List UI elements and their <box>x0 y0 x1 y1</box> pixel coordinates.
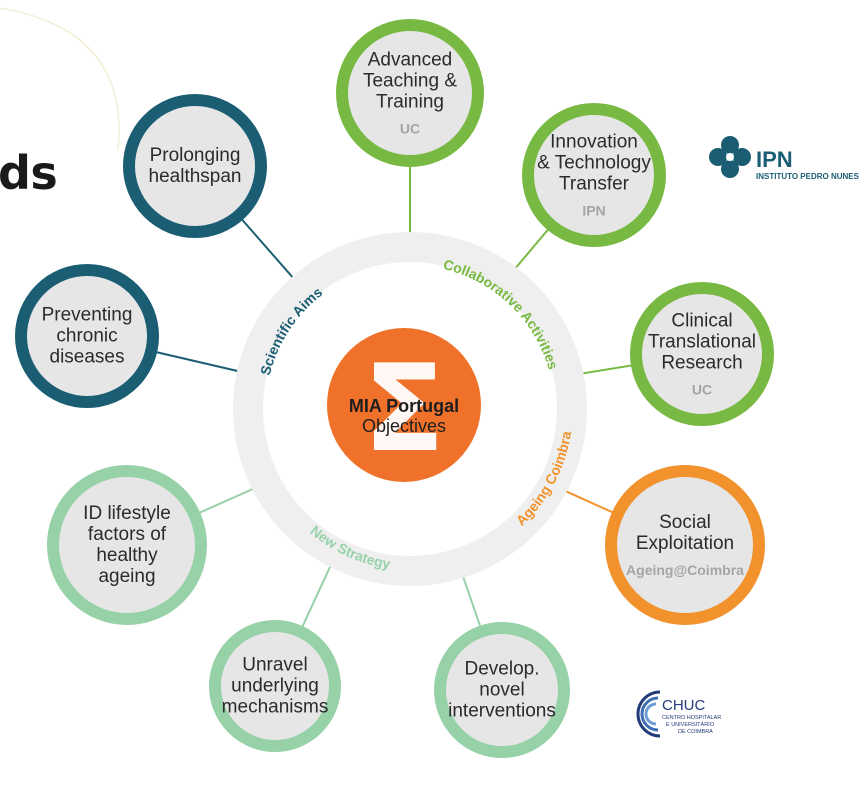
node-circle-teaching <box>336 19 484 167</box>
chuc-emblem-icon <box>636 690 661 738</box>
node-label-unravel-1: Unravel <box>242 655 307 676</box>
chuc-logo: CHUC CENTRO HOSPITALAR E UNIVERSITÁRIO D… <box>636 690 721 738</box>
center-subtitle: Objectives <box>362 416 446 436</box>
node-label-clinical-1: Clinical <box>671 311 732 332</box>
node-label-innovation-2: & Technology <box>537 153 651 174</box>
node-label-lifestyle-1: ID lifestyle <box>83 503 171 524</box>
node-sublabel-social: Ageing@Coimbra <box>626 562 744 578</box>
ipn-logo-fullname: INSTITUTO PEDRO NUNES <box>756 172 860 181</box>
center-circle <box>327 328 481 482</box>
node-label-innovation-3: Transfer <box>559 174 630 195</box>
node-label-lifestyle-3: healthy <box>96 545 158 566</box>
node-label-clinical-3: Research <box>661 353 742 374</box>
decorative-arc <box>0 7 120 151</box>
node-circle-clinical <box>630 282 774 426</box>
node-label-clinical-2: Translational <box>648 332 756 353</box>
node-circle-develop <box>434 622 570 758</box>
node-label-preventing-3: diseases <box>50 347 125 368</box>
ipn-logo: IPN INSTITUTO PEDRO NUNES <box>709 136 860 181</box>
objective-nodes: ProlonginghealthspanPreventingchronicdis… <box>15 19 774 758</box>
node-label-teaching-2: Teaching & <box>363 71 457 92</box>
node-label-develop-1: Develop. <box>465 659 540 680</box>
node-sublabel-clinical: UC <box>692 382 712 398</box>
center-title: MIA Portugal <box>349 396 459 416</box>
chuc-logo-name: CHUC <box>662 697 705 714</box>
node-circle-prolonging <box>123 94 267 238</box>
node-label-social-2: Exploitation <box>636 533 734 554</box>
node-label-prolonging-2: healthspan <box>149 166 242 187</box>
ipn-logo-name: IPN <box>756 147 793 172</box>
node-label-lifestyle-4: ageing <box>98 566 155 587</box>
node-label-develop-2: novel <box>479 680 524 701</box>
node-circle-lifestyle <box>47 465 207 625</box>
node-label-prolonging-1: Prolonging <box>150 145 241 166</box>
node-label-unravel-3: mechanisms <box>222 697 329 718</box>
node-circle-social <box>605 465 765 625</box>
node-circle-unravel <box>209 620 341 752</box>
node-label-preventing-2: chronic <box>56 326 117 347</box>
node-label-lifestyle-2: factors of <box>88 524 167 545</box>
node-label-innovation-1: Innovation <box>550 132 638 153</box>
node-label-preventing-1: Preventing <box>42 305 133 326</box>
ipn-pinwheel-icon <box>709 136 751 178</box>
node-label-unravel-2: underlying <box>231 676 319 697</box>
heading-fragment: ds <box>0 146 58 200</box>
node-sublabel-teaching: UC <box>400 121 420 137</box>
chuc-logo-line-1: CENTRO HOSPITALAR <box>662 715 721 721</box>
node-label-teaching-1: Advanced <box>368 50 453 71</box>
chuc-logo-line-3: DE COIMBRA <box>678 729 713 735</box>
node-label-social-1: Social <box>659 512 711 533</box>
node-circle-preventing <box>15 264 159 408</box>
chuc-logo-line-2: E UNIVERSITÁRIO <box>666 721 715 728</box>
node-label-teaching-3: Training <box>376 92 444 113</box>
sigma-icon: Σ <box>363 340 445 479</box>
node-label-develop-3: interventions <box>448 701 556 722</box>
node-sublabel-innovation: IPN <box>582 203 605 219</box>
node-circle-innovation <box>522 103 666 247</box>
